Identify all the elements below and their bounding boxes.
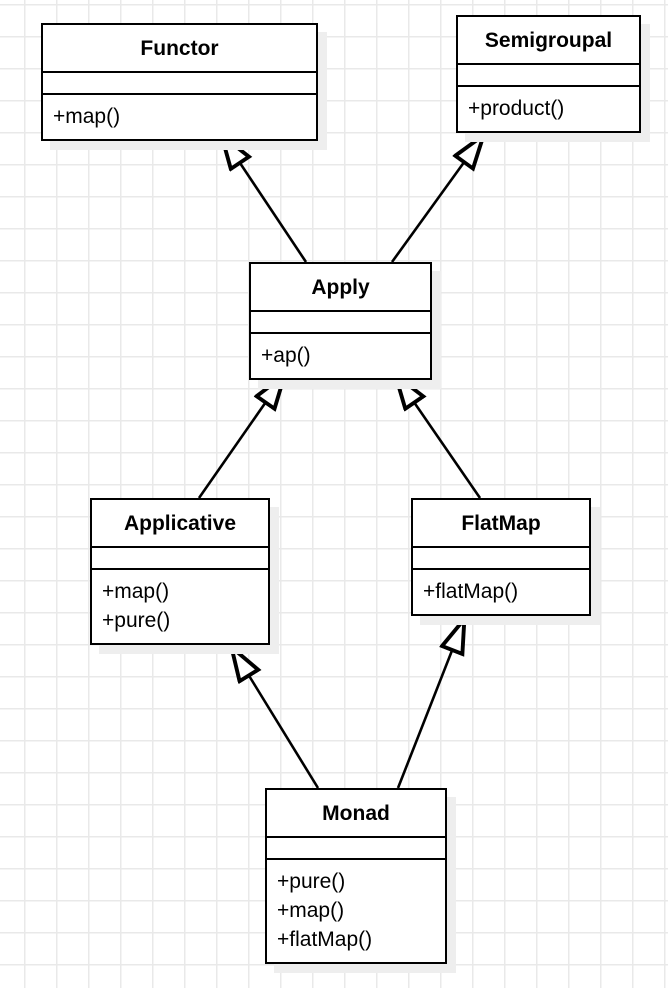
class-box-monad[interactable]: Monad +pure() +map() +flatMap() xyxy=(265,788,447,964)
class-box-applicative[interactable]: Applicative +map() +pure() xyxy=(90,498,270,645)
operation-item: +flatMap() xyxy=(277,928,373,951)
edge-apply-to-functor xyxy=(222,136,308,263)
edge-applicative-to-apply xyxy=(197,376,284,499)
class-attributes-flatmap xyxy=(413,546,589,568)
class-operations-flatmap: +flatMap() xyxy=(413,568,589,614)
class-operations-monad: +pure() +map() +flatMap() xyxy=(267,858,445,962)
class-operations-functor: +map() xyxy=(43,93,316,139)
class-attributes-monad xyxy=(267,836,445,858)
edge-monad-to-flatmap xyxy=(396,620,464,789)
class-name-functor: Functor xyxy=(140,37,219,60)
class-name-flatmap: FlatMap xyxy=(461,512,541,535)
class-name-semigroupal: Semigroupal xyxy=(484,29,613,52)
operation-item: +ap() xyxy=(261,344,311,367)
class-attributes-semigroupal xyxy=(458,63,639,85)
class-box-flatmap[interactable]: FlatMap +flatMap() xyxy=(411,498,591,616)
class-box-semigroupal[interactable]: Semigroupal +product() xyxy=(456,15,641,133)
class-name-apply: Apply xyxy=(311,276,370,299)
edge-flatmap-to-apply xyxy=(396,376,482,499)
class-operations-apply: +ap() xyxy=(251,332,430,378)
class-attributes-functor xyxy=(43,71,316,93)
class-operations-semigroupal: +product() xyxy=(458,85,639,131)
class-attributes-applicative xyxy=(92,546,268,568)
edge-monad-to-applicative xyxy=(232,648,320,789)
operation-item: +map() xyxy=(277,899,345,922)
operation-item: +product() xyxy=(468,97,565,120)
class-name-monad: Monad xyxy=(322,802,390,825)
edge-apply-to-semigroupal xyxy=(390,136,483,263)
operation-item: +map() xyxy=(102,580,170,603)
class-attributes-apply xyxy=(251,310,430,332)
operation-item: +pure() xyxy=(102,609,171,632)
operation-item: +flatMap() xyxy=(423,580,519,603)
operation-item: +map() xyxy=(53,105,121,128)
class-name-applicative: Applicative xyxy=(123,512,237,535)
class-box-apply[interactable]: Apply +ap() xyxy=(249,262,432,380)
class-box-functor[interactable]: Functor +map() xyxy=(41,23,318,141)
class-operations-applicative: +map() +pure() xyxy=(92,568,268,643)
operation-item: +pure() xyxy=(277,870,346,893)
